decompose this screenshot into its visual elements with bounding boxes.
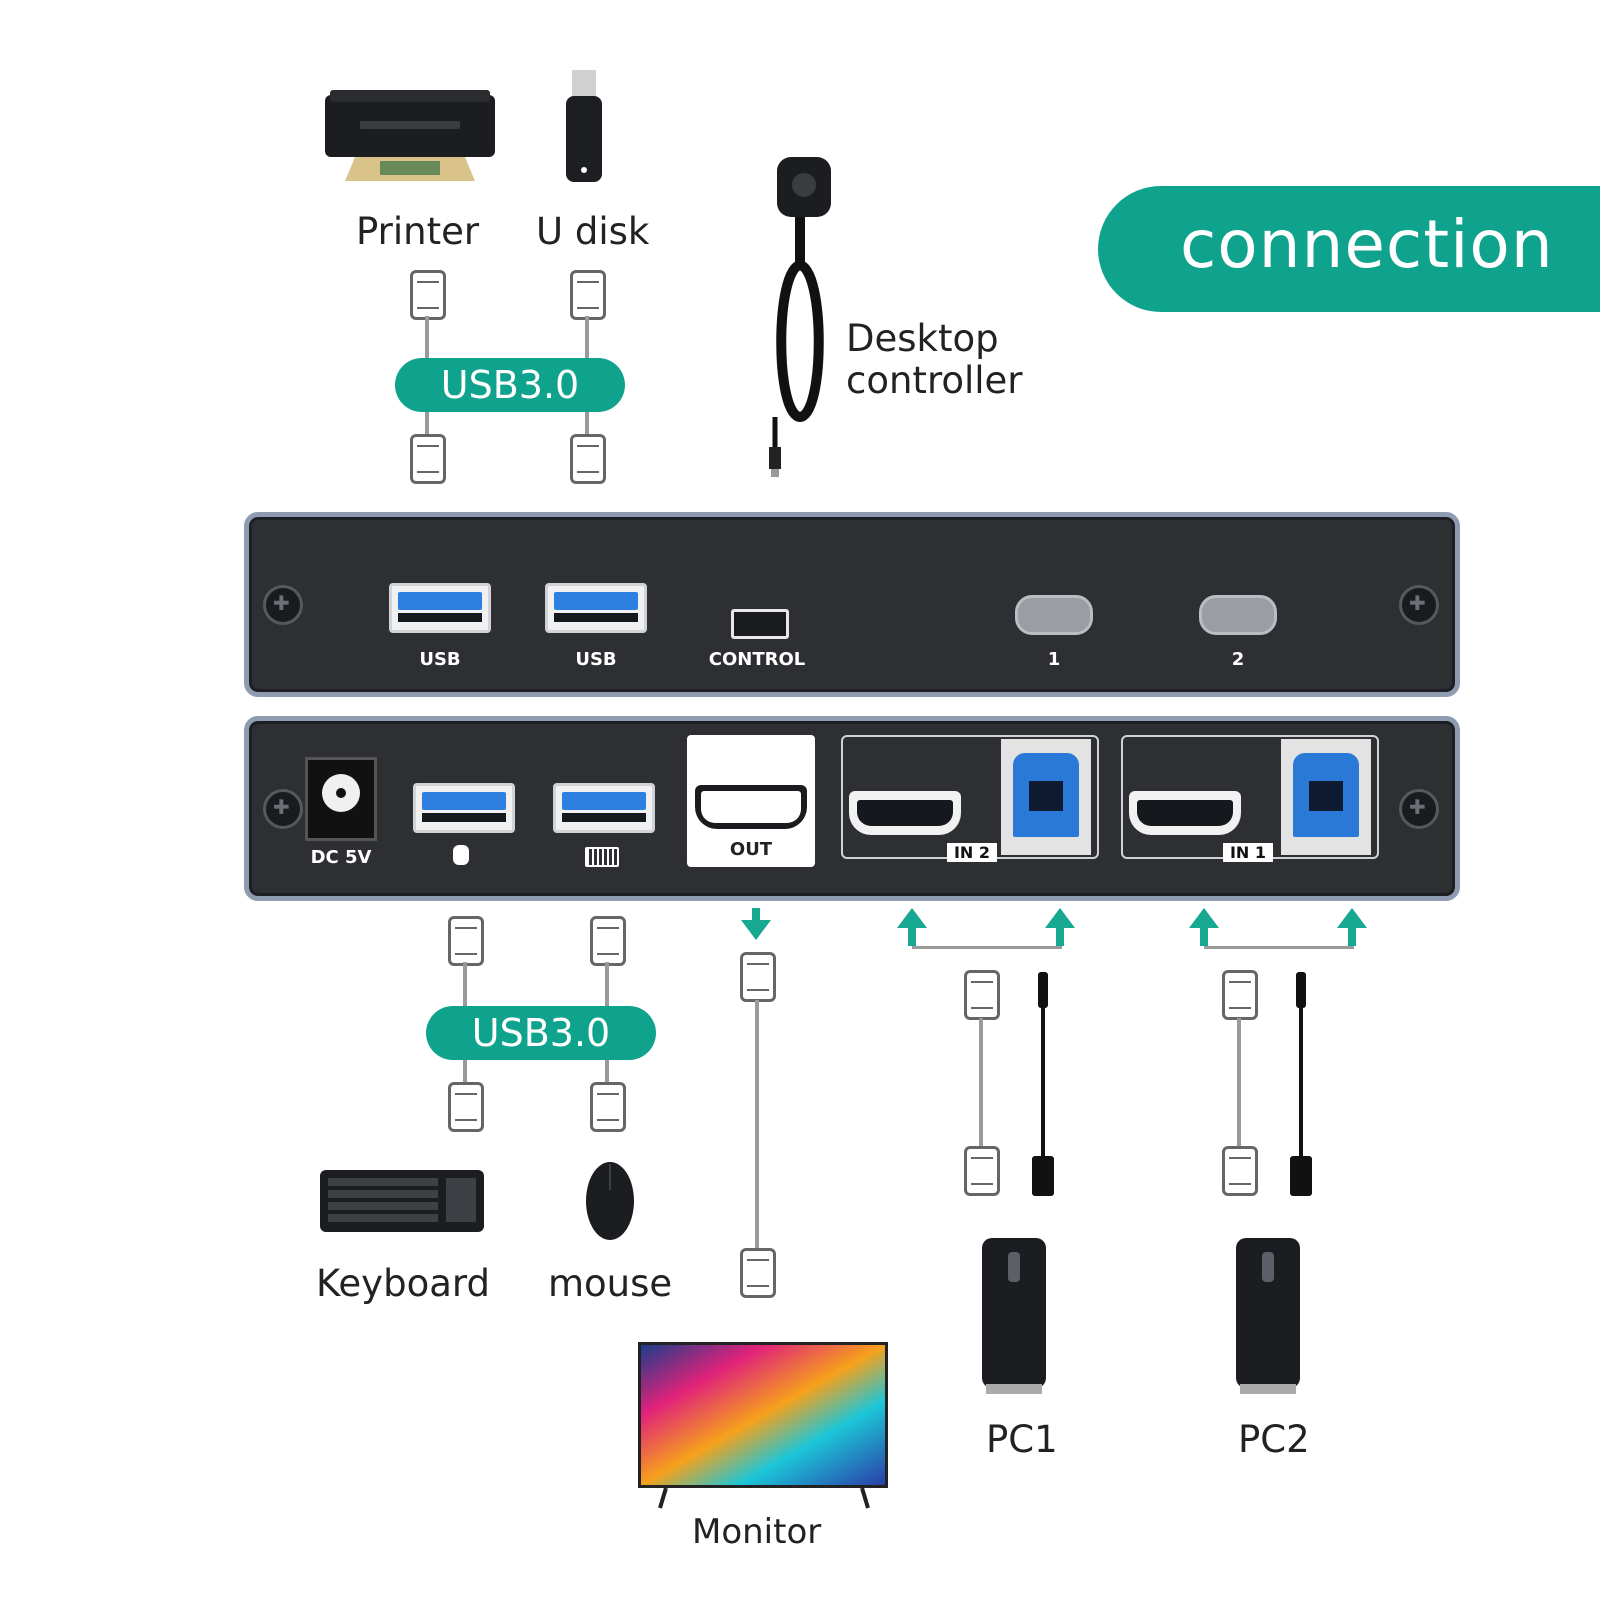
- switch-button-1-label: 1: [1047, 649, 1061, 670]
- arrow-up-icon: [1189, 908, 1219, 928]
- usb-connector: [410, 270, 446, 320]
- dc-jack-pin: [336, 788, 346, 798]
- control-port-label: CONTROL: [708, 649, 806, 670]
- hdmi-in1-port[interactable]: [1129, 791, 1241, 835]
- usb30-badge-bottom: USB3.0: [426, 1006, 656, 1060]
- mouse-icon: [453, 845, 469, 865]
- arrow-up-icon: [1045, 908, 1075, 928]
- hdmi-connector: [740, 952, 776, 1002]
- usb30-badge-top: USB3.0: [395, 358, 625, 412]
- usb-connector: [590, 1082, 626, 1132]
- printer-icon: [325, 90, 495, 181]
- arrow-down-icon: [741, 920, 771, 940]
- arrow-up-icon: [1337, 908, 1367, 928]
- control-port[interactable]: [731, 609, 789, 639]
- usb-connector: [448, 916, 484, 966]
- cable: [585, 316, 589, 360]
- mouse-usb-port[interactable]: [413, 783, 515, 833]
- input-1-group: IN 1: [1121, 735, 1379, 862]
- udisk-label: U disk: [536, 210, 650, 253]
- udisk-icon: [566, 70, 602, 182]
- cable: [585, 412, 589, 434]
- cable: [605, 962, 609, 1008]
- hdmi-connector: [964, 970, 1000, 1020]
- hdmi-out-label: OUT: [729, 839, 773, 860]
- cable: [1237, 1018, 1241, 1146]
- usb-a-plug: [1290, 1156, 1312, 1196]
- keyboard-device-icon: [320, 1170, 484, 1232]
- bracket-line: [1204, 946, 1354, 949]
- monitor-label: Monitor: [692, 1512, 822, 1552]
- screw-icon: [263, 789, 303, 829]
- usb-b-plug: [1038, 972, 1048, 1008]
- keyboard-icon: [585, 847, 619, 867]
- arrow-stem: [908, 926, 916, 946]
- switch-button-2-label: 2: [1231, 649, 1245, 670]
- pc2-icon: [1236, 1238, 1300, 1394]
- pc2-label: PC2: [1238, 1418, 1310, 1461]
- mouse-device-icon: [586, 1162, 634, 1240]
- in1-label: IN 1: [1223, 843, 1273, 862]
- screw-icon: [1399, 789, 1439, 829]
- usb-connector: [570, 270, 606, 320]
- usb-port-1[interactable]: [389, 583, 491, 633]
- black-cable: [1299, 1006, 1303, 1156]
- connection-banner: connection: [1098, 186, 1600, 312]
- usb-port-2[interactable]: [545, 583, 647, 633]
- screw-icon: [1399, 585, 1439, 625]
- switch-button-2[interactable]: [1199, 595, 1277, 635]
- desktop-controller-label: Desktop controller: [846, 317, 1023, 402]
- mouse-label: mouse: [548, 1262, 673, 1305]
- hdmi-connector: [1222, 970, 1258, 1020]
- rear-panel: DC 5V OUT IN 2 IN 1: [244, 716, 1460, 901]
- hdmi-connector: [964, 1146, 1000, 1196]
- arrow-stem: [1348, 926, 1356, 946]
- cable: [605, 1060, 609, 1082]
- usb-port-1-label: USB: [419, 649, 461, 670]
- cable: [463, 1060, 467, 1082]
- cable: [755, 1000, 759, 1248]
- arrow-stem: [1056, 926, 1064, 946]
- hdmi-in2-port[interactable]: [849, 791, 961, 835]
- cable: [979, 1018, 983, 1146]
- bracket-line: [912, 946, 1062, 949]
- arrow-up-icon: [897, 908, 927, 928]
- dc-jack-hole: [322, 774, 360, 812]
- pc1-icon: [982, 1238, 1046, 1394]
- usb-connector: [448, 1082, 484, 1132]
- usb-b-in1-port[interactable]: [1281, 739, 1371, 855]
- hdmi-out-frame: OUT: [687, 735, 815, 867]
- screw-icon: [263, 585, 303, 625]
- usb-connector: [570, 434, 606, 484]
- arrow-stem: [752, 908, 760, 922]
- dc-label: DC 5V: [310, 847, 372, 868]
- dc-power-jack[interactable]: [305, 757, 377, 841]
- usb-b-plug: [1296, 972, 1306, 1008]
- switch-button-1[interactable]: [1015, 595, 1093, 635]
- usb-connector: [410, 434, 446, 484]
- usb-a-plug: [1032, 1156, 1054, 1196]
- desktop-controller-icon: [769, 157, 831, 477]
- banner-title: connection: [1180, 206, 1554, 283]
- cable: [463, 962, 467, 1008]
- black-cable: [1041, 1006, 1045, 1156]
- keyboard-label: Keyboard: [316, 1262, 490, 1305]
- monitor-icon: [638, 1342, 888, 1509]
- front-panel: USB USB CONTROL 1 2: [244, 512, 1460, 697]
- hdmi-out-port[interactable]: [695, 785, 807, 829]
- usb-b-in2-port[interactable]: [1001, 739, 1091, 855]
- arrow-stem: [1200, 926, 1208, 946]
- hdmi-connector: [1222, 1146, 1258, 1196]
- input-2-group: IN 2: [841, 735, 1099, 862]
- cable: [425, 316, 429, 360]
- in2-label: IN 2: [947, 843, 997, 862]
- usb-connector: [590, 916, 626, 966]
- cable: [425, 412, 429, 434]
- usb-port-2-label: USB: [575, 649, 617, 670]
- keyboard-usb-port[interactable]: [553, 783, 655, 833]
- pc1-label: PC1: [986, 1418, 1058, 1461]
- hdmi-connector: [740, 1248, 776, 1298]
- printer-label: Printer: [356, 210, 480, 253]
